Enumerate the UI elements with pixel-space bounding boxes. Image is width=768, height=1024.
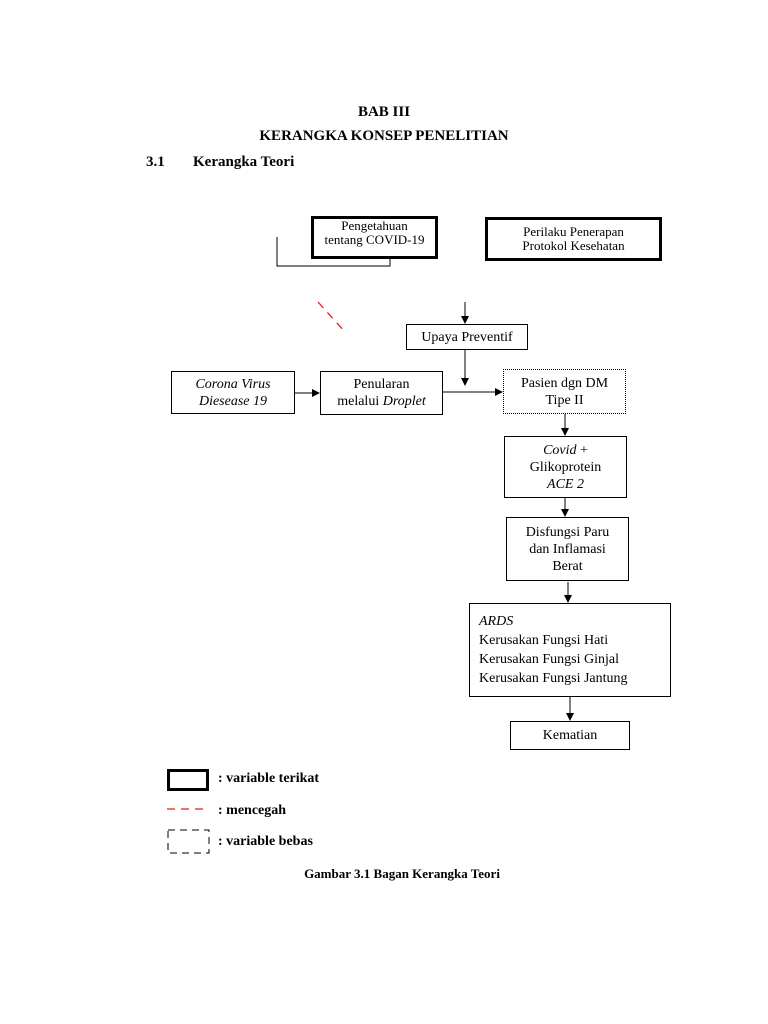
legend-terikat: : variable terikat — [218, 771, 320, 786]
legend-mencegah: : mencegah — [218, 803, 287, 818]
chapter-heading: BAB III — [357, 104, 411, 120]
covid-line1-italic: Covid — [543, 442, 577, 458]
covid-line3: ACE 2 — [547, 476, 584, 492]
legend-bebas: : variable bebas — [218, 834, 313, 849]
corona-line1: Corona Virus — [195, 376, 271, 392]
disfungsi-line3: Berat — [552, 558, 583, 574]
section-number: 3.1 — [146, 154, 165, 170]
disfungsi-line2: dan Inflamasi — [529, 541, 606, 557]
legend-dashed-box — [167, 829, 210, 854]
kematian-label: Kematian — [542, 728, 598, 743]
komplikasi-line3: Kerusakan Fungsi Ginjal — [479, 652, 619, 667]
penularan-line1: Penularan — [353, 377, 410, 392]
legend-red-dash — [167, 808, 209, 810]
upaya-box: Upaya Preventif — [406, 324, 528, 350]
perilaku-label: Perilaku Penerapan Protokol Kesehatan — [522, 224, 625, 253]
covid-line1: Covid + — [543, 442, 588, 459]
page-title: KERANGKA KONSEP PENELITIAN — [259, 128, 509, 144]
disfungsi-line1: Disfungsi Paru — [525, 524, 610, 540]
legend-solid-box — [167, 769, 209, 791]
pasien-box: Pasien dgn DM Tipe II — [503, 369, 626, 414]
kematian-box: Kematian — [510, 721, 630, 750]
komplikasi-line2: Kerusakan Fungsi Hati — [479, 633, 609, 648]
penularan-line2-prefix: melalui — [337, 394, 383, 409]
komplikasi-box: ARDS Kerusakan Fungsi Hati Kerusakan Fun… — [469, 603, 671, 697]
corona-line2: Diesease 19 — [198, 393, 268, 409]
section-title: Kerangka Teori — [193, 154, 295, 170]
pasien-line1: Pasien dgn DM — [520, 375, 609, 391]
disfungsi-box: Disfungsi Paru dan Inflamasi Berat — [506, 517, 629, 581]
prevent-dashed-line — [317, 301, 347, 334]
corona-box: Corona Virus Diesease 19 — [171, 371, 295, 414]
covid-line2: Glikoprotein — [529, 459, 602, 475]
covid-line1-suffix: + — [576, 442, 588, 458]
penularan-line2: melalui Droplet — [337, 393, 426, 410]
komplikasi-line4: Kerusakan Fungsi Jantung — [479, 671, 628, 686]
komplikasi-line1: ARDS — [479, 614, 514, 629]
penularan-box: Penularan melalui Droplet — [320, 371, 443, 415]
penularan-line2-italic: Droplet — [382, 394, 426, 409]
covid-box: Covid + Glikoprotein ACE 2 — [504, 436, 627, 498]
pengetahuan-box: Pengetahuan tentang COVID-19 — [311, 216, 438, 259]
figure-caption: Gambar 3.1 Bagan Kerangka Teori — [304, 866, 500, 881]
pasien-line2: Tipe II — [545, 392, 584, 408]
upaya-label: Upaya Preventif — [421, 329, 513, 345]
pengetahuan-label: Pengetahuan tentang COVID-19 — [324, 218, 425, 247]
perilaku-box: Perilaku Penerapan Protokol Kesehatan — [485, 217, 662, 261]
